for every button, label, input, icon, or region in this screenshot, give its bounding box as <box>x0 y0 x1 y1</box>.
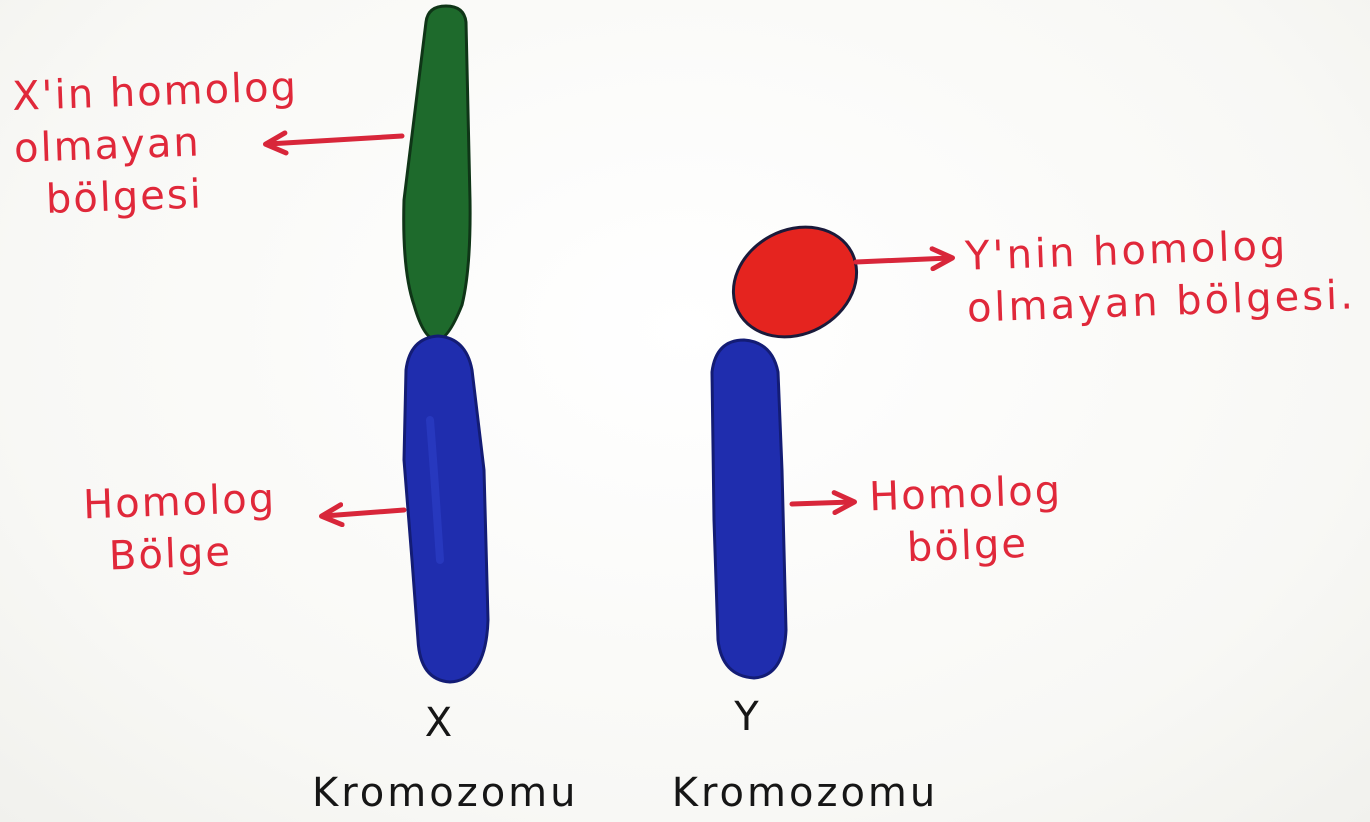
x-chromosome-letter: X <box>420 700 460 746</box>
label-line: X'in homolog <box>11 61 298 123</box>
x-nonhomolog-region <box>404 6 470 340</box>
x-homolog-label: Homolog Bölge <box>82 473 278 584</box>
label-line: Homolog <box>82 473 277 532</box>
y-nonhomolog-arrow <box>856 258 950 262</box>
annotation-arrows <box>268 136 950 516</box>
x-nonhomolog-label: X'in homolog olmayan bölgesi <box>11 61 302 227</box>
label-line: bölgesi <box>15 165 302 227</box>
y-chromosome-letter: Y <box>728 694 768 740</box>
label-line: Homolog <box>868 465 1063 524</box>
x-homolog-region <box>404 336 488 682</box>
label-line: bölge <box>870 517 1065 576</box>
y-nonhomolog-label: Y'nin homolog olmayan bölgesi. <box>964 217 1356 335</box>
y-chromosome <box>712 206 876 678</box>
y-homolog-label: Homolog bölge <box>868 465 1064 576</box>
x-chromosome <box>404 6 488 682</box>
x-homolog-arrow <box>324 510 404 516</box>
label-line: Bölge <box>84 525 279 584</box>
y-homolog-arrow <box>792 502 852 504</box>
y-chromosome-caption: Kromozomu <box>660 770 950 816</box>
y-homolog-region <box>712 340 786 678</box>
y-nonhomolog-region <box>714 206 876 358</box>
x-chromosome-caption: Kromozomu <box>312 770 572 816</box>
